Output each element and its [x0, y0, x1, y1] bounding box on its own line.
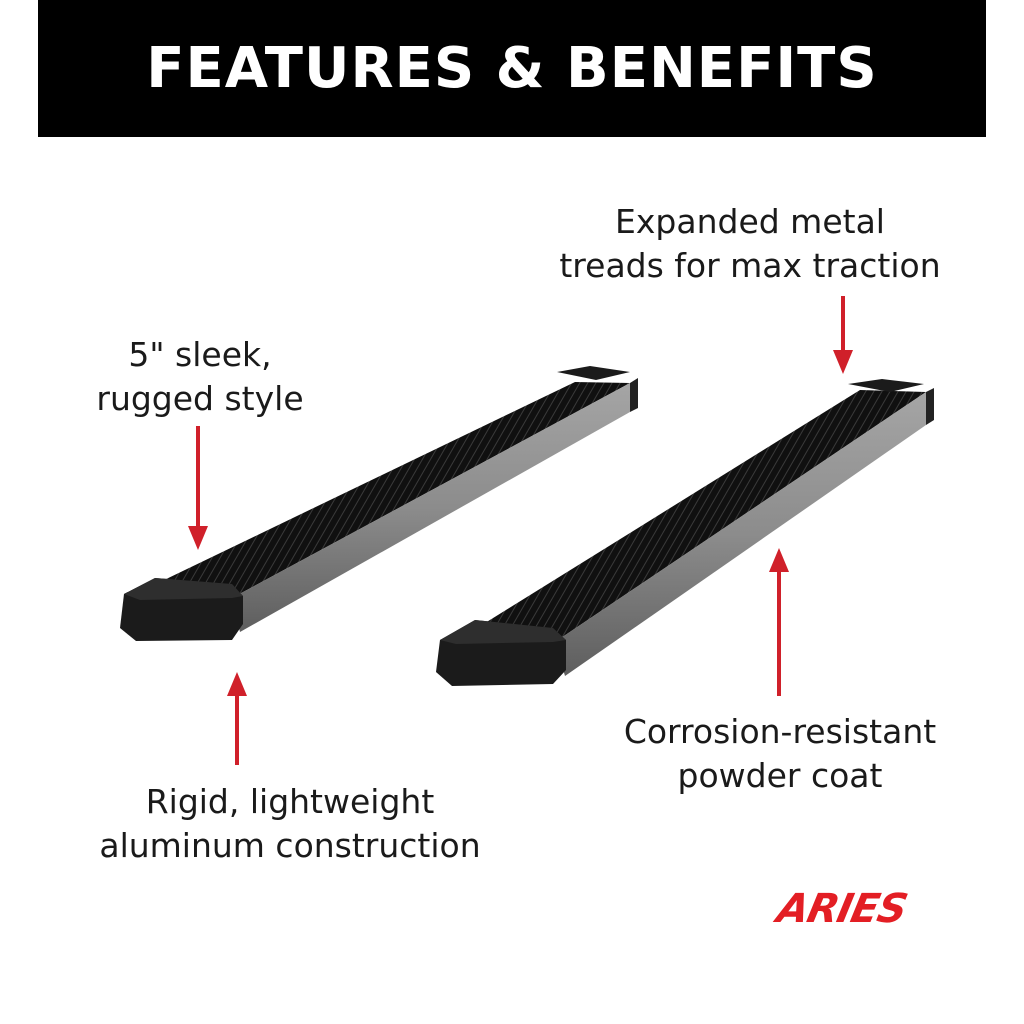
arrow-down-top-left [188, 426, 208, 550]
running-board-right [436, 379, 934, 686]
callout-powder-coat: Corrosion-resistant powder coat [623, 712, 937, 795]
callout-aluminum-construction: Rigid, lightweight aluminum construction [99, 782, 481, 865]
arrow-up-bottom-right [769, 548, 789, 696]
callout-expanded-metal-treads: Expanded metal treads for max traction [559, 202, 941, 285]
rail-side-left [232, 383, 630, 632]
tread-surface-right [477, 390, 926, 642]
arrow-up-bottom-left [227, 672, 247, 765]
arrow-down-top-right [833, 296, 853, 374]
tread-surface-left [160, 382, 630, 598]
rail-rear-top-right [848, 379, 924, 392]
header-banner: FEATURES & BENEFITS [38, 0, 986, 137]
rail-rear-cap-right [926, 388, 934, 425]
banner-title: FEATURES & BENEFITS [146, 36, 878, 101]
callout-arrows [188, 296, 853, 765]
running-board-left [120, 366, 638, 641]
callout-sleek-style: 5" sleek, rugged style [96, 335, 304, 418]
rail-side-right [555, 392, 926, 676]
rail-rear-top-left [557, 366, 630, 380]
aries-logo: ARIES [773, 886, 911, 932]
rail-rear-cap-left [630, 378, 638, 412]
